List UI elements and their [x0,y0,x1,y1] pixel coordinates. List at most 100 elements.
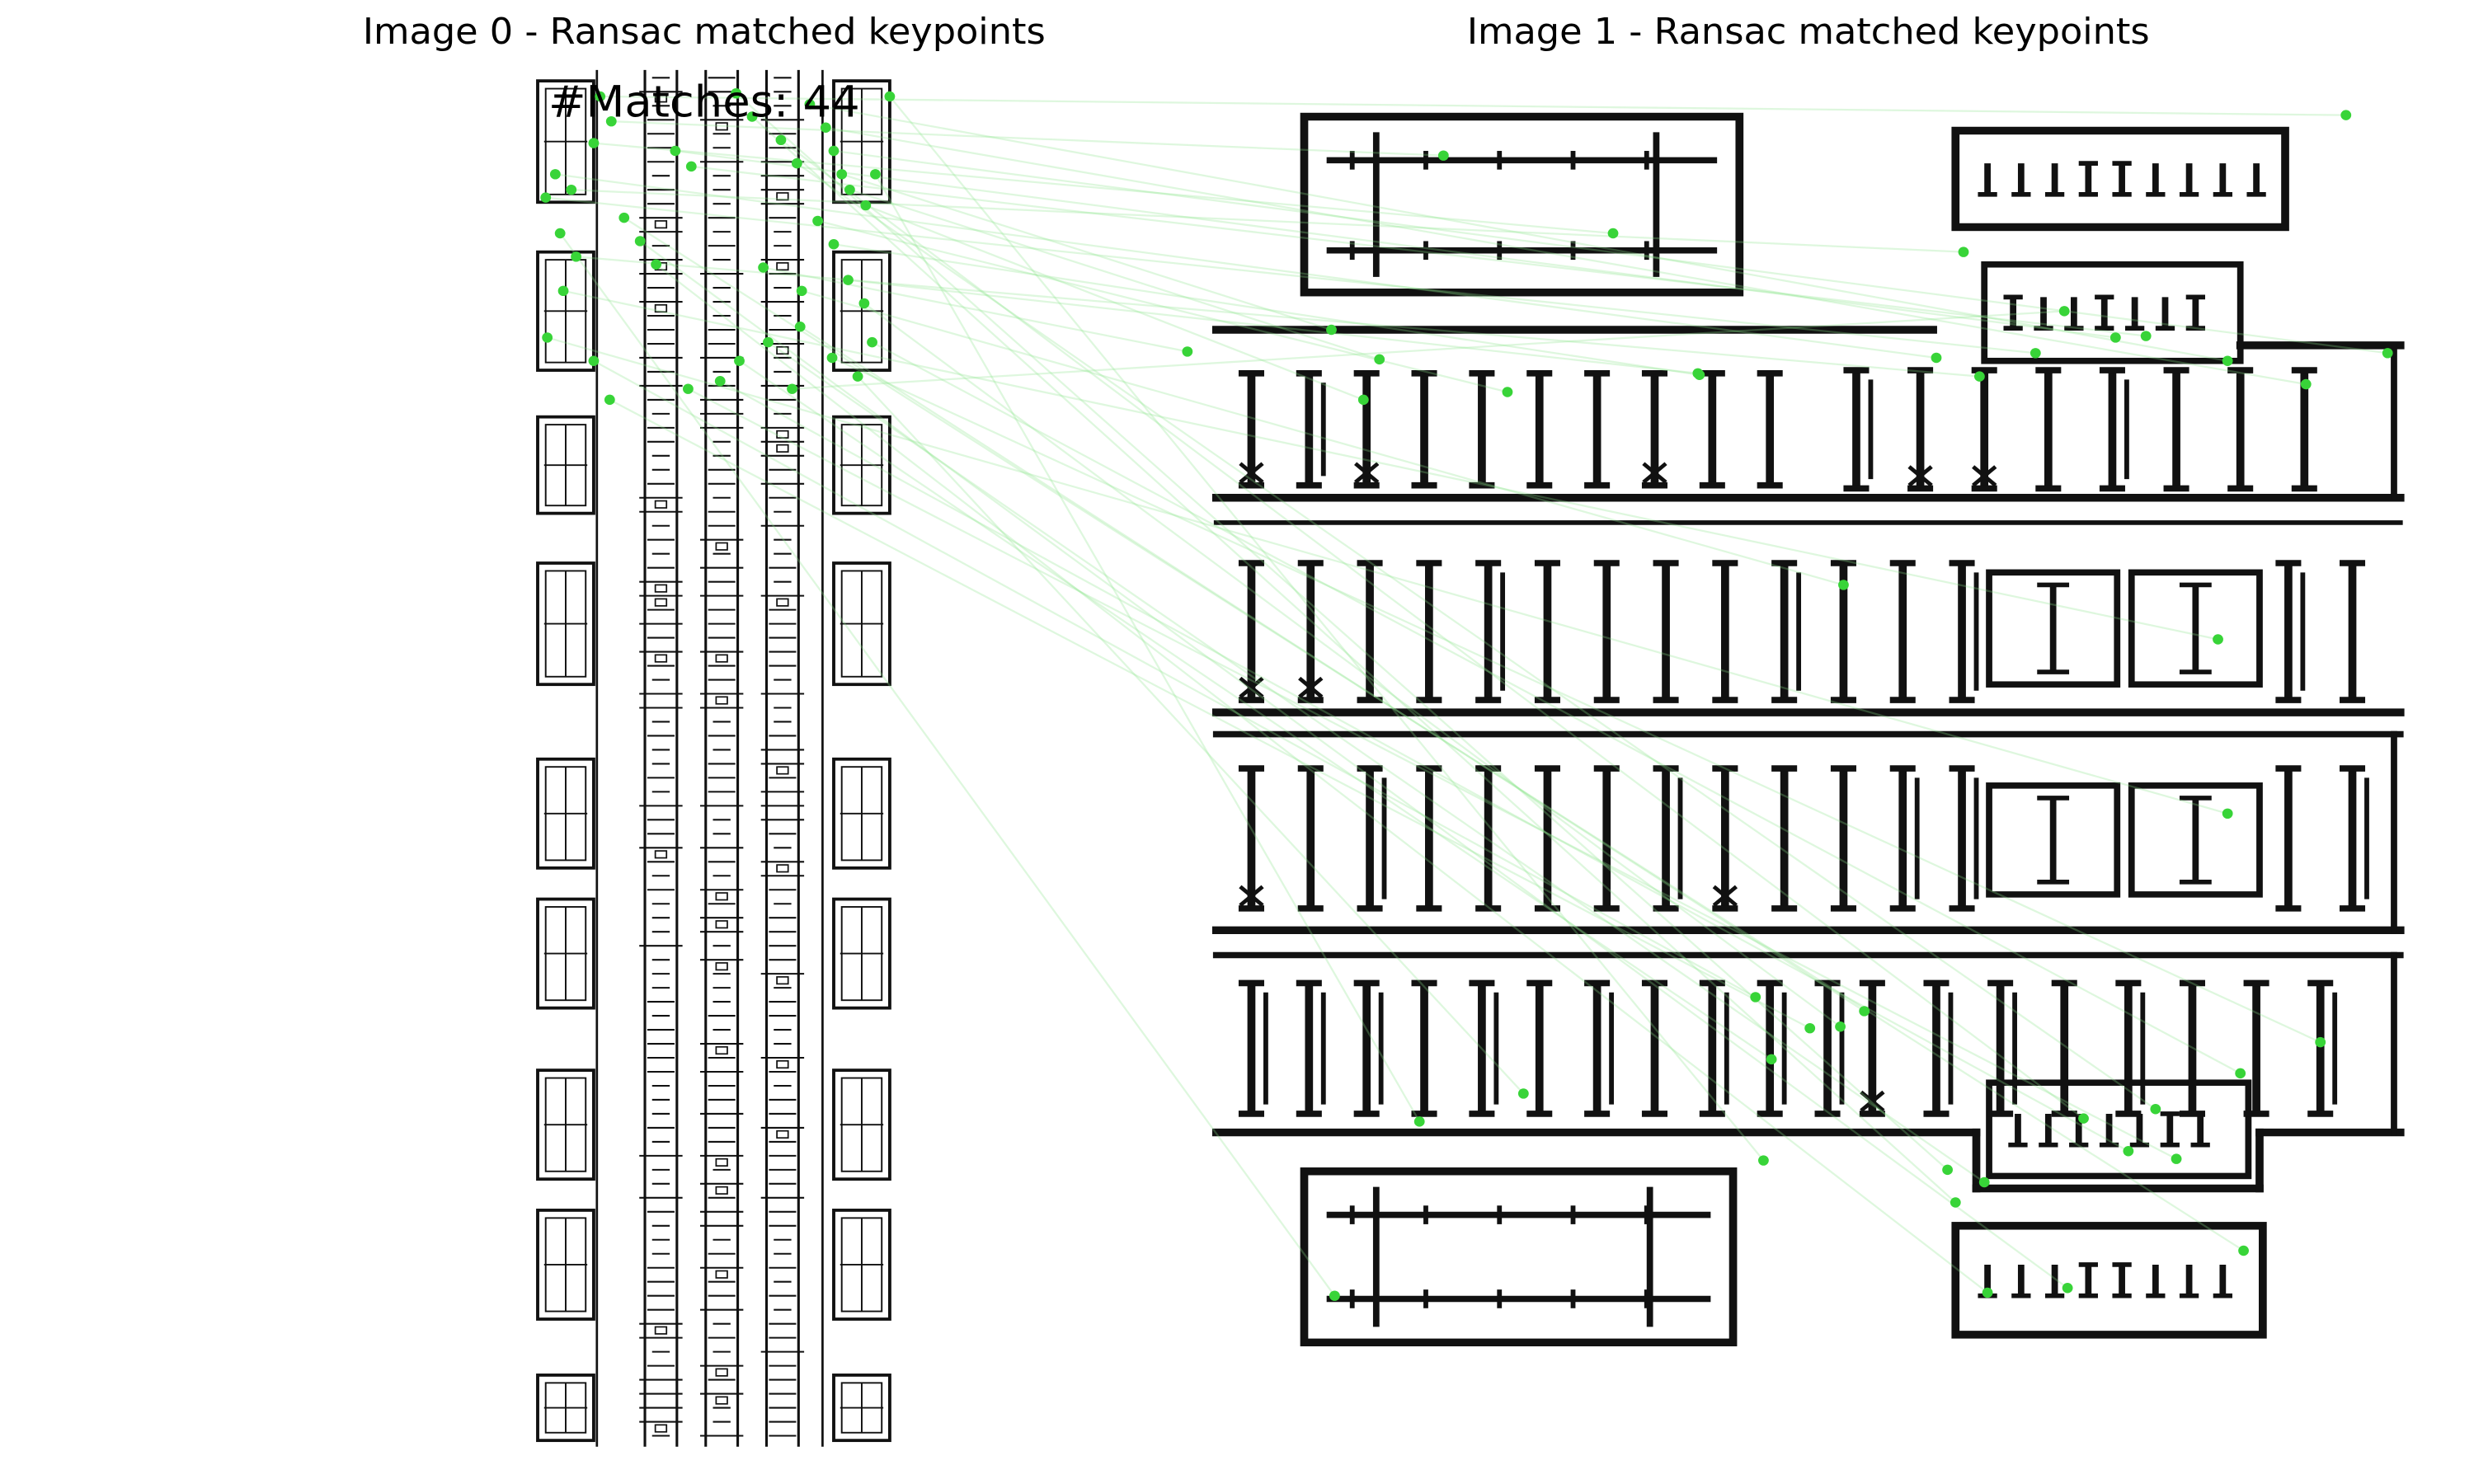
keypoint [2238,1245,2249,1256]
side-module [536,561,595,687]
rung-detail [715,1396,728,1405]
rung-detail [776,1129,789,1139]
match-line [571,189,1964,253]
keypoints-image1-layer [1182,110,2393,1301]
side-module [832,1209,891,1321]
keypoint [836,169,848,180]
keypoint [763,336,774,348]
rung-detail [654,303,668,313]
match-line [639,240,2068,1289]
rung-detail [776,262,789,271]
keypoint [2062,1283,2073,1294]
keypoint [884,91,896,102]
match-line [545,196,2036,355]
match-line [559,232,1336,1297]
keypoint [828,145,840,157]
match-line [833,149,2388,355]
match-line [848,279,1698,374]
match-line [799,326,1865,1012]
rung-detail [776,598,789,607]
keypoint [1982,1287,1993,1298]
rung-detail [715,1270,728,1279]
keypoint [714,376,726,387]
keypoint [1329,1290,1340,1301]
table-room [1300,1167,1738,1347]
keypoint [557,285,569,297]
rung-detail [776,976,789,985]
match-line [691,165,2147,337]
keypoint [796,285,807,297]
keypoint [554,228,566,239]
rung-detail [776,444,789,453]
match-line [796,162,2157,1111]
rung-detail [654,94,668,103]
match-line [623,217,2245,1252]
match-line [655,263,1988,1294]
keypoint [1804,1022,1816,1034]
keypoint [2235,1068,2246,1079]
rung-detail [715,542,728,551]
rung-detail [776,1059,789,1069]
rung-detail [654,584,668,593]
keypoint [843,275,854,285]
match-line [593,142,1614,235]
tick-room [1951,126,2289,232]
keypoint [2340,110,2352,120]
column-x [1239,885,1264,907]
match-line [792,310,2065,390]
column-x [1239,462,1264,484]
keypoint [549,169,561,180]
keypoint [1835,1021,1846,1032]
rung-detail [715,962,728,971]
keypoint [2030,348,2041,359]
keypoint [1766,1054,1777,1065]
keypoint [634,236,646,247]
keypoint [604,394,615,406]
keypoint [2315,1036,2326,1048]
match-line [576,256,1980,378]
keypoint [1758,1155,1769,1166]
keypoint [1958,247,1969,257]
keypoint [1182,346,1193,357]
keypoint [1978,1176,1990,1188]
match-line [809,103,2228,362]
keypoint [791,157,802,169]
inset-room [1986,569,2121,688]
keypoint [571,251,581,262]
match-line [863,303,1841,1028]
keypoint [1413,1116,1425,1127]
side-module [832,897,891,1010]
keypoint [1950,1197,1961,1208]
match-lines-layer [545,92,2388,1297]
keypoint [1973,371,1985,382]
rung-detail [776,345,789,355]
keypoint [775,134,787,146]
keypoint [2058,306,2070,317]
keypoint [1374,354,1385,365]
keypoint [651,259,662,270]
rung-detail [654,1424,668,1433]
match-line [562,289,2218,641]
inset-room [1986,782,2121,898]
match-line [780,139,2085,1120]
rung-detail [715,920,728,929]
keypoint [731,87,742,99]
side-module [832,1374,891,1443]
keypoint [1692,368,1704,379]
keypoint [2150,1104,2161,1115]
keypoint [588,355,600,366]
keypoint [588,138,600,148]
keypoint [758,262,769,273]
keypoint [2078,1113,2089,1124]
keypoint [2222,808,2233,819]
side-module [536,1068,595,1181]
side-module [832,250,891,372]
keypoint [1502,387,1513,397]
match-line [555,173,1937,359]
match-line [874,173,1421,1122]
match-line [831,356,2321,1044]
keypoint [1859,1006,1870,1017]
keypoint [2171,1153,2182,1164]
keypoint [1437,150,1449,161]
